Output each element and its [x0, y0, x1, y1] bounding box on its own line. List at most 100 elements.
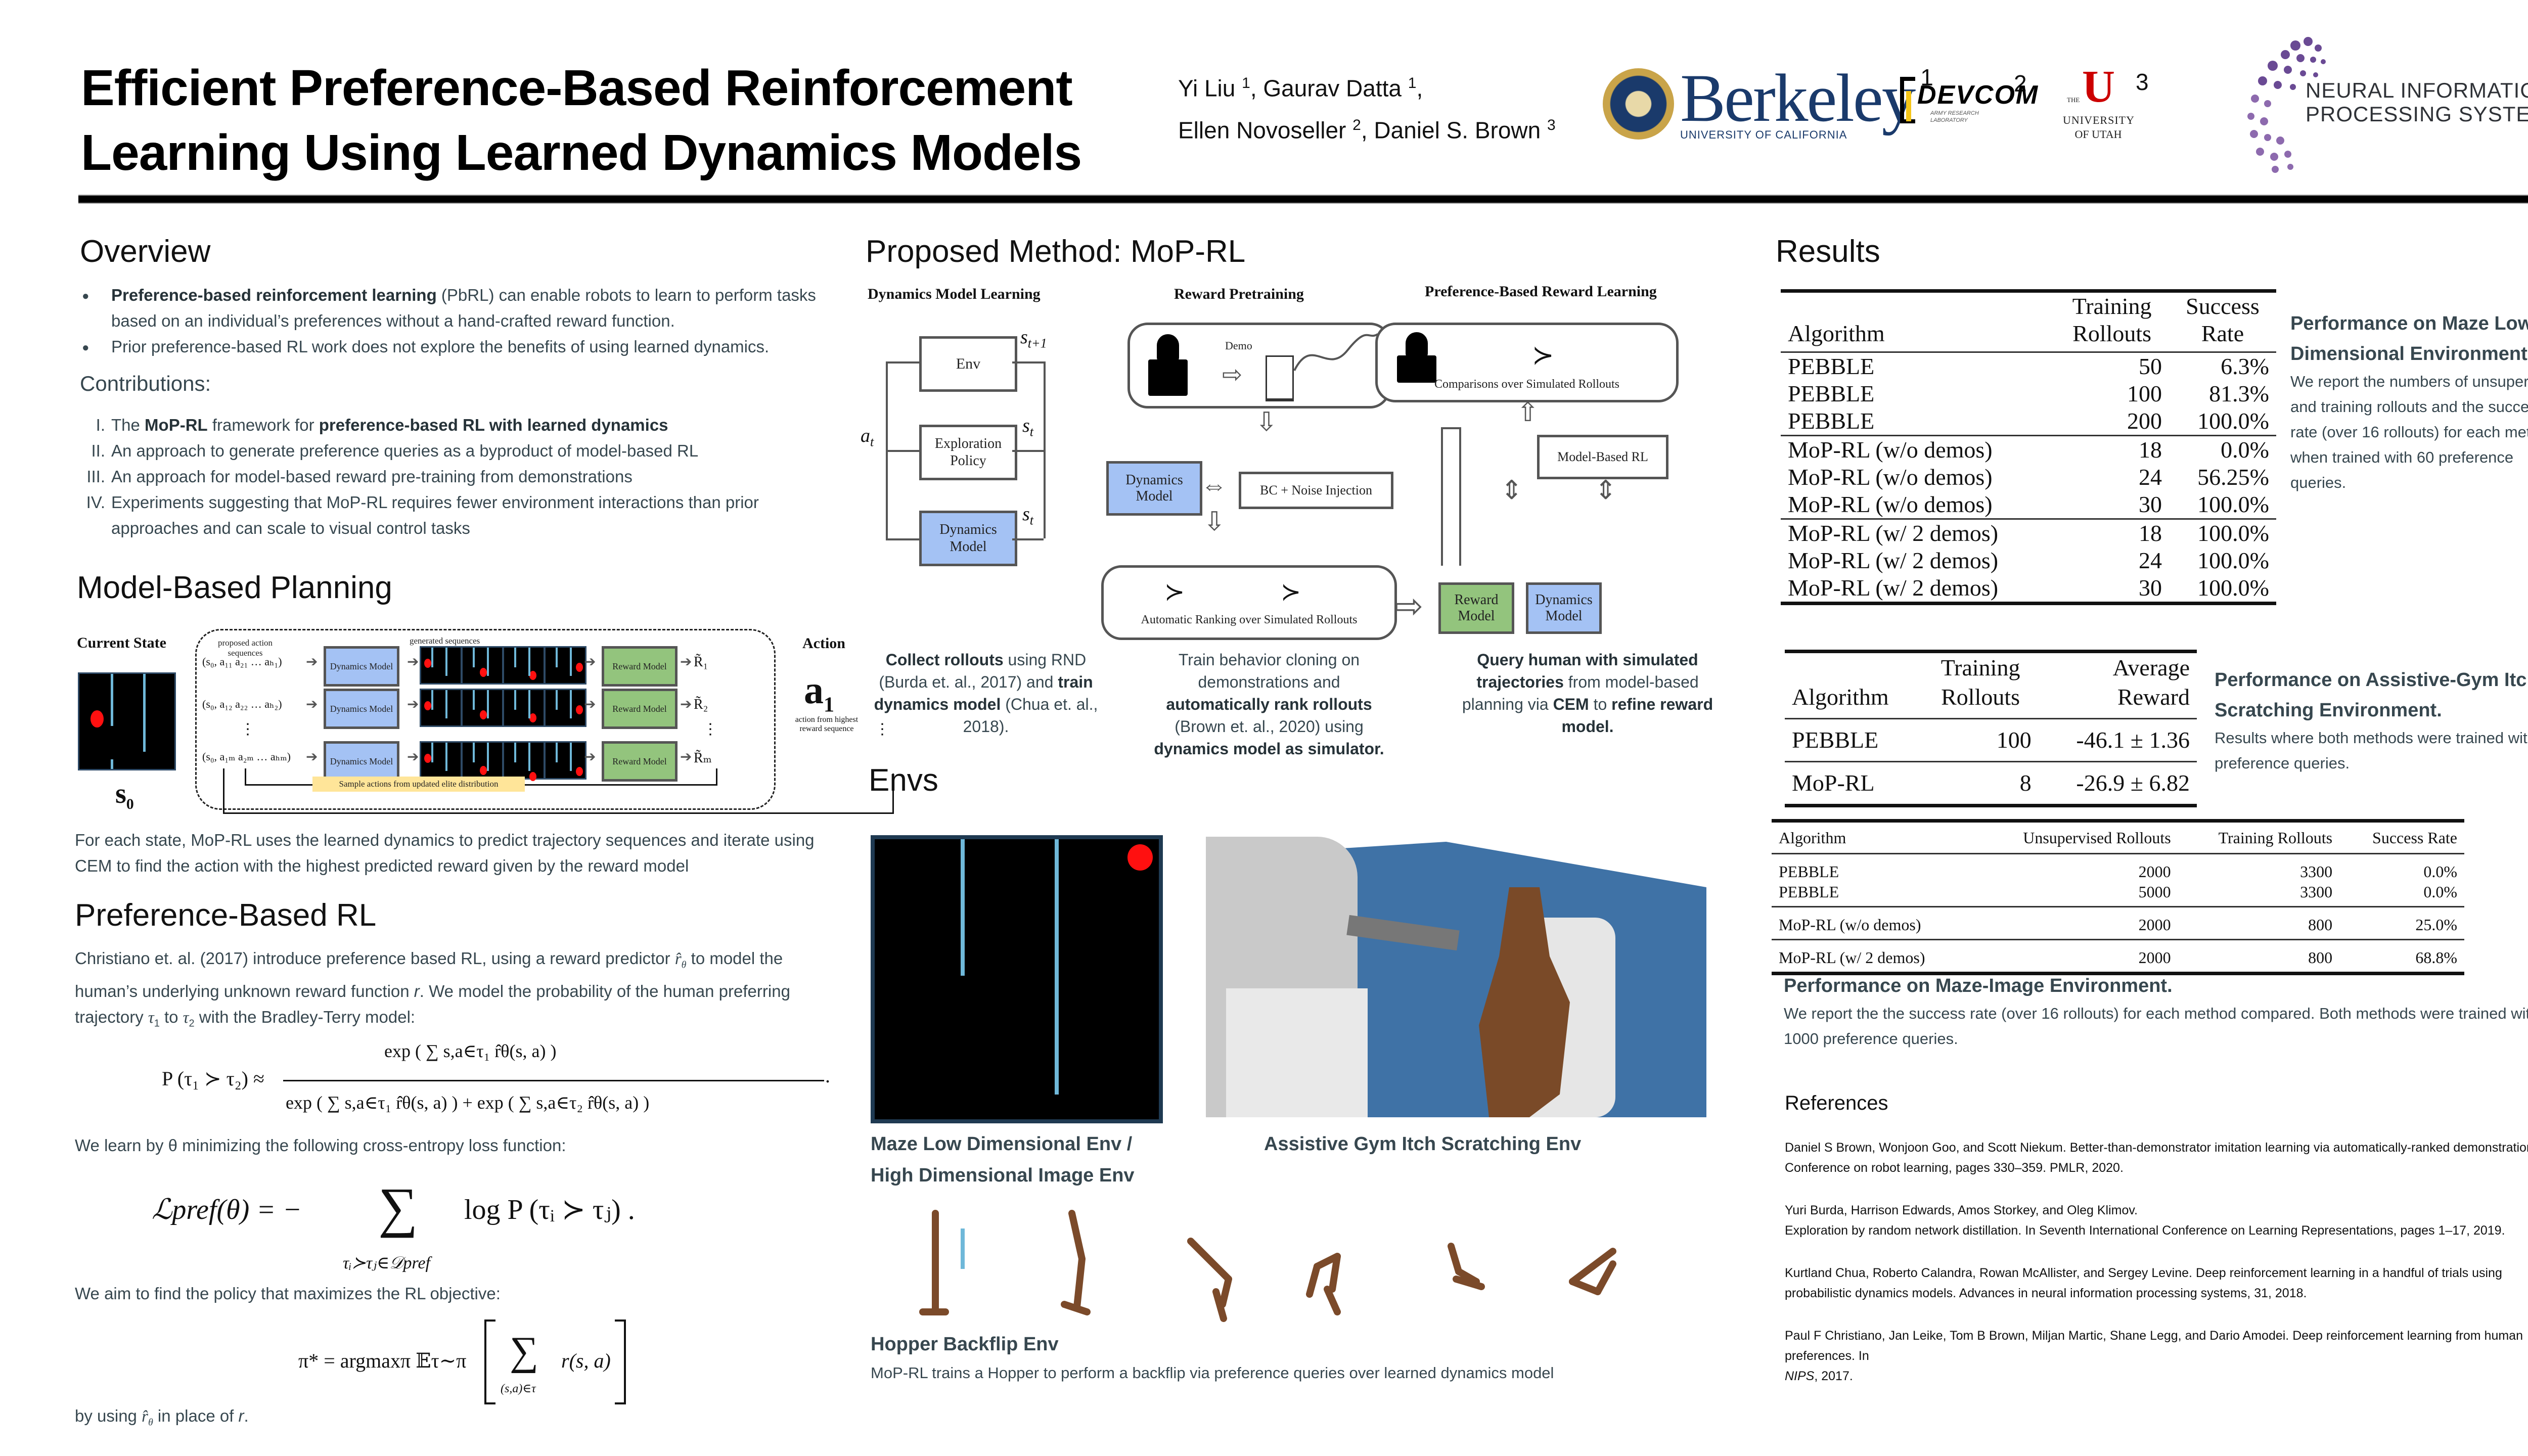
caption-text: CEM	[1553, 695, 1589, 713]
tau: τ	[148, 1008, 154, 1027]
arrow-right-icon: ➔	[680, 654, 692, 669]
r-symbol: r	[238, 1406, 244, 1425]
uc-seal-icon	[1603, 68, 1674, 140]
dynamics-model-box: Dynamics Model	[324, 741, 399, 782]
arrow-right-icon: ➔	[407, 654, 419, 669]
s: s	[1022, 504, 1030, 525]
contribution-number: II.	[91, 441, 105, 460]
connector	[1044, 361, 1046, 538]
maze-caption-line-2: High Dimensional Image Env	[871, 1165, 1135, 1186]
utah-the: THE	[2067, 96, 2080, 104]
arrow-right-icon: ➔	[584, 696, 596, 712]
table-cell: 56.25%	[2197, 464, 2269, 490]
dynamics-model-box: Dynamics Model	[1106, 461, 1202, 516]
table-cell: 6.3%	[2221, 353, 2269, 379]
author: Gaurav Datta	[1263, 75, 1402, 102]
a1-a: a	[804, 668, 824, 712]
eq2-subscript: τᵢ≻τⱼ∈𝒟pref	[343, 1254, 430, 1272]
bullet-text: Prior preference-based RL work does not …	[111, 337, 770, 356]
comparisons-label: Comparisons over Simulated Rollouts	[1434, 378, 1619, 391]
section-heading-planning: Model-Based Planning	[77, 570, 392, 605]
feedback-line	[245, 768, 246, 786]
action-line	[223, 768, 224, 814]
bullet-bold: Preference-based reinforcement learning	[111, 286, 437, 304]
eq3-lhs: π* = argmaxπ 𝔼τ∼π	[298, 1349, 467, 1372]
table-cell: MoP-RL	[1792, 770, 1875, 796]
author: Yi Liu	[1178, 75, 1236, 102]
caption-text: We report the numbers of unsupervised an…	[2290, 373, 2528, 491]
auto-ranking-panel: Automatic Ranking over Simulated Rollout…	[1101, 565, 1397, 640]
action-desc: action from highest reward sequence	[795, 715, 859, 733]
table3-caption: Performance on Maze-Image Environment. W…	[1784, 971, 2528, 1052]
s-t-label: st	[1022, 415, 1033, 440]
col-header: Algorithm	[1779, 829, 1846, 847]
arrow	[886, 538, 919, 540]
reference-line: Yuri Burda, Harrison Edwards, Amos Stork…	[1785, 1203, 2138, 1217]
eq3-rhs: r(s, a)	[561, 1349, 611, 1372]
eq1-numerator: exp ( ∑ s,a∈τ₁ r̂θ(s, a) )	[384, 1041, 557, 1061]
generated-frame	[420, 646, 462, 685]
table-cell: MoP-RL (w/o demos)	[1788, 491, 1993, 517]
berkeley-logo: Berkeley UNIVERSITY OF CALIFORNIA 1	[1603, 64, 1933, 142]
venue: NIPS	[1785, 1369, 1815, 1383]
arrow-right-icon: ➔	[407, 696, 419, 712]
col-title-pbrl: Preference-Based Reward Learning	[1425, 283, 1657, 300]
utah-u-icon: U	[2082, 62, 2115, 112]
devcom-wordmark: DEVCOM	[1917, 80, 2039, 110]
col-title-dynamics-learning: Dynamics Model Learning	[868, 286, 1041, 302]
generated-frame	[461, 741, 504, 780]
theta: θ	[681, 959, 687, 971]
col-header: Rate	[2201, 321, 2244, 346]
table-cell: MoP-RL (w/ 2 demos)	[1788, 575, 1999, 601]
pbrl-paragraph-1: Christiano et. al. (2017) introduce pref…	[75, 945, 813, 1036]
reference-item: Yuri Burda, Harrison Edwards, Amos Stork…	[1785, 1200, 2528, 1241]
table-cell: 8	[2019, 770, 2032, 796]
hopper-pose	[1569, 1248, 1616, 1295]
devcom-logo: DEVCOM ARMY RESEARCH LABORATORY 2	[1900, 70, 2038, 125]
generated-frame	[544, 741, 586, 780]
generated-frame	[503, 646, 545, 685]
hopper-description: MoP-RL trains a Hopper to perform a back…	[871, 1364, 1554, 1382]
col-header	[1785, 652, 1922, 683]
sub: t+1	[1027, 336, 1047, 351]
text: .	[244, 1406, 249, 1425]
bc-noise-box: BC + Noise Injection	[1239, 472, 1393, 509]
sub: t	[1029, 513, 1034, 528]
arrow-right-icon: ➔	[407, 749, 419, 764]
affiliation-mark: 3	[2136, 69, 2149, 95]
right-bracket	[615, 1320, 626, 1404]
hopper-backflip-sequence	[919, 1210, 1616, 1322]
col-header: Rollouts	[2072, 321, 2152, 346]
tau: τ	[183, 1008, 189, 1027]
s-t-plus-1-label: st+1	[1020, 326, 1047, 351]
text: with the Bradley-Terry model:	[194, 1007, 416, 1026]
agent-dot	[576, 705, 583, 714]
reward-model-box: Reward Model	[1438, 582, 1514, 634]
table-cell: MoP-RL (w/ 2 demos)	[1779, 948, 1925, 967]
devcom-sub: LABORATORY	[1930, 117, 1968, 123]
caption-dynamics-learning: Collect rollouts using RND (Burda et. al…	[867, 649, 1105, 738]
caption-text: (Brown et. al., 2020) using	[1175, 717, 1364, 736]
table-cell: 100.0%	[2197, 408, 2269, 434]
agent-dot	[424, 701, 431, 710]
table-cell: 100.0%	[2197, 548, 2269, 573]
table-cell: 18	[2138, 437, 2162, 463]
caption-text: to	[1589, 695, 1612, 713]
current-state-image	[78, 672, 176, 770]
table-cell: 800	[2308, 916, 2333, 934]
title-line-1: Efficient Preference-Based Reinforcement	[81, 60, 1073, 116]
contribution-item: I.The MoP-RL framework for preference-ba…	[96, 412, 838, 438]
arrow-down-icon: ⇩	[1203, 507, 1226, 536]
contributions-list: I.The MoP-RL framework for preference-ba…	[80, 412, 838, 541]
table-cell: 100	[1996, 727, 2032, 753]
action-line	[223, 812, 893, 814]
reference-line: NIPS, 2017.	[1785, 1366, 2528, 1386]
table-cell: 5000	[2138, 883, 2171, 901]
table-cell: 100	[2127, 381, 2162, 406]
